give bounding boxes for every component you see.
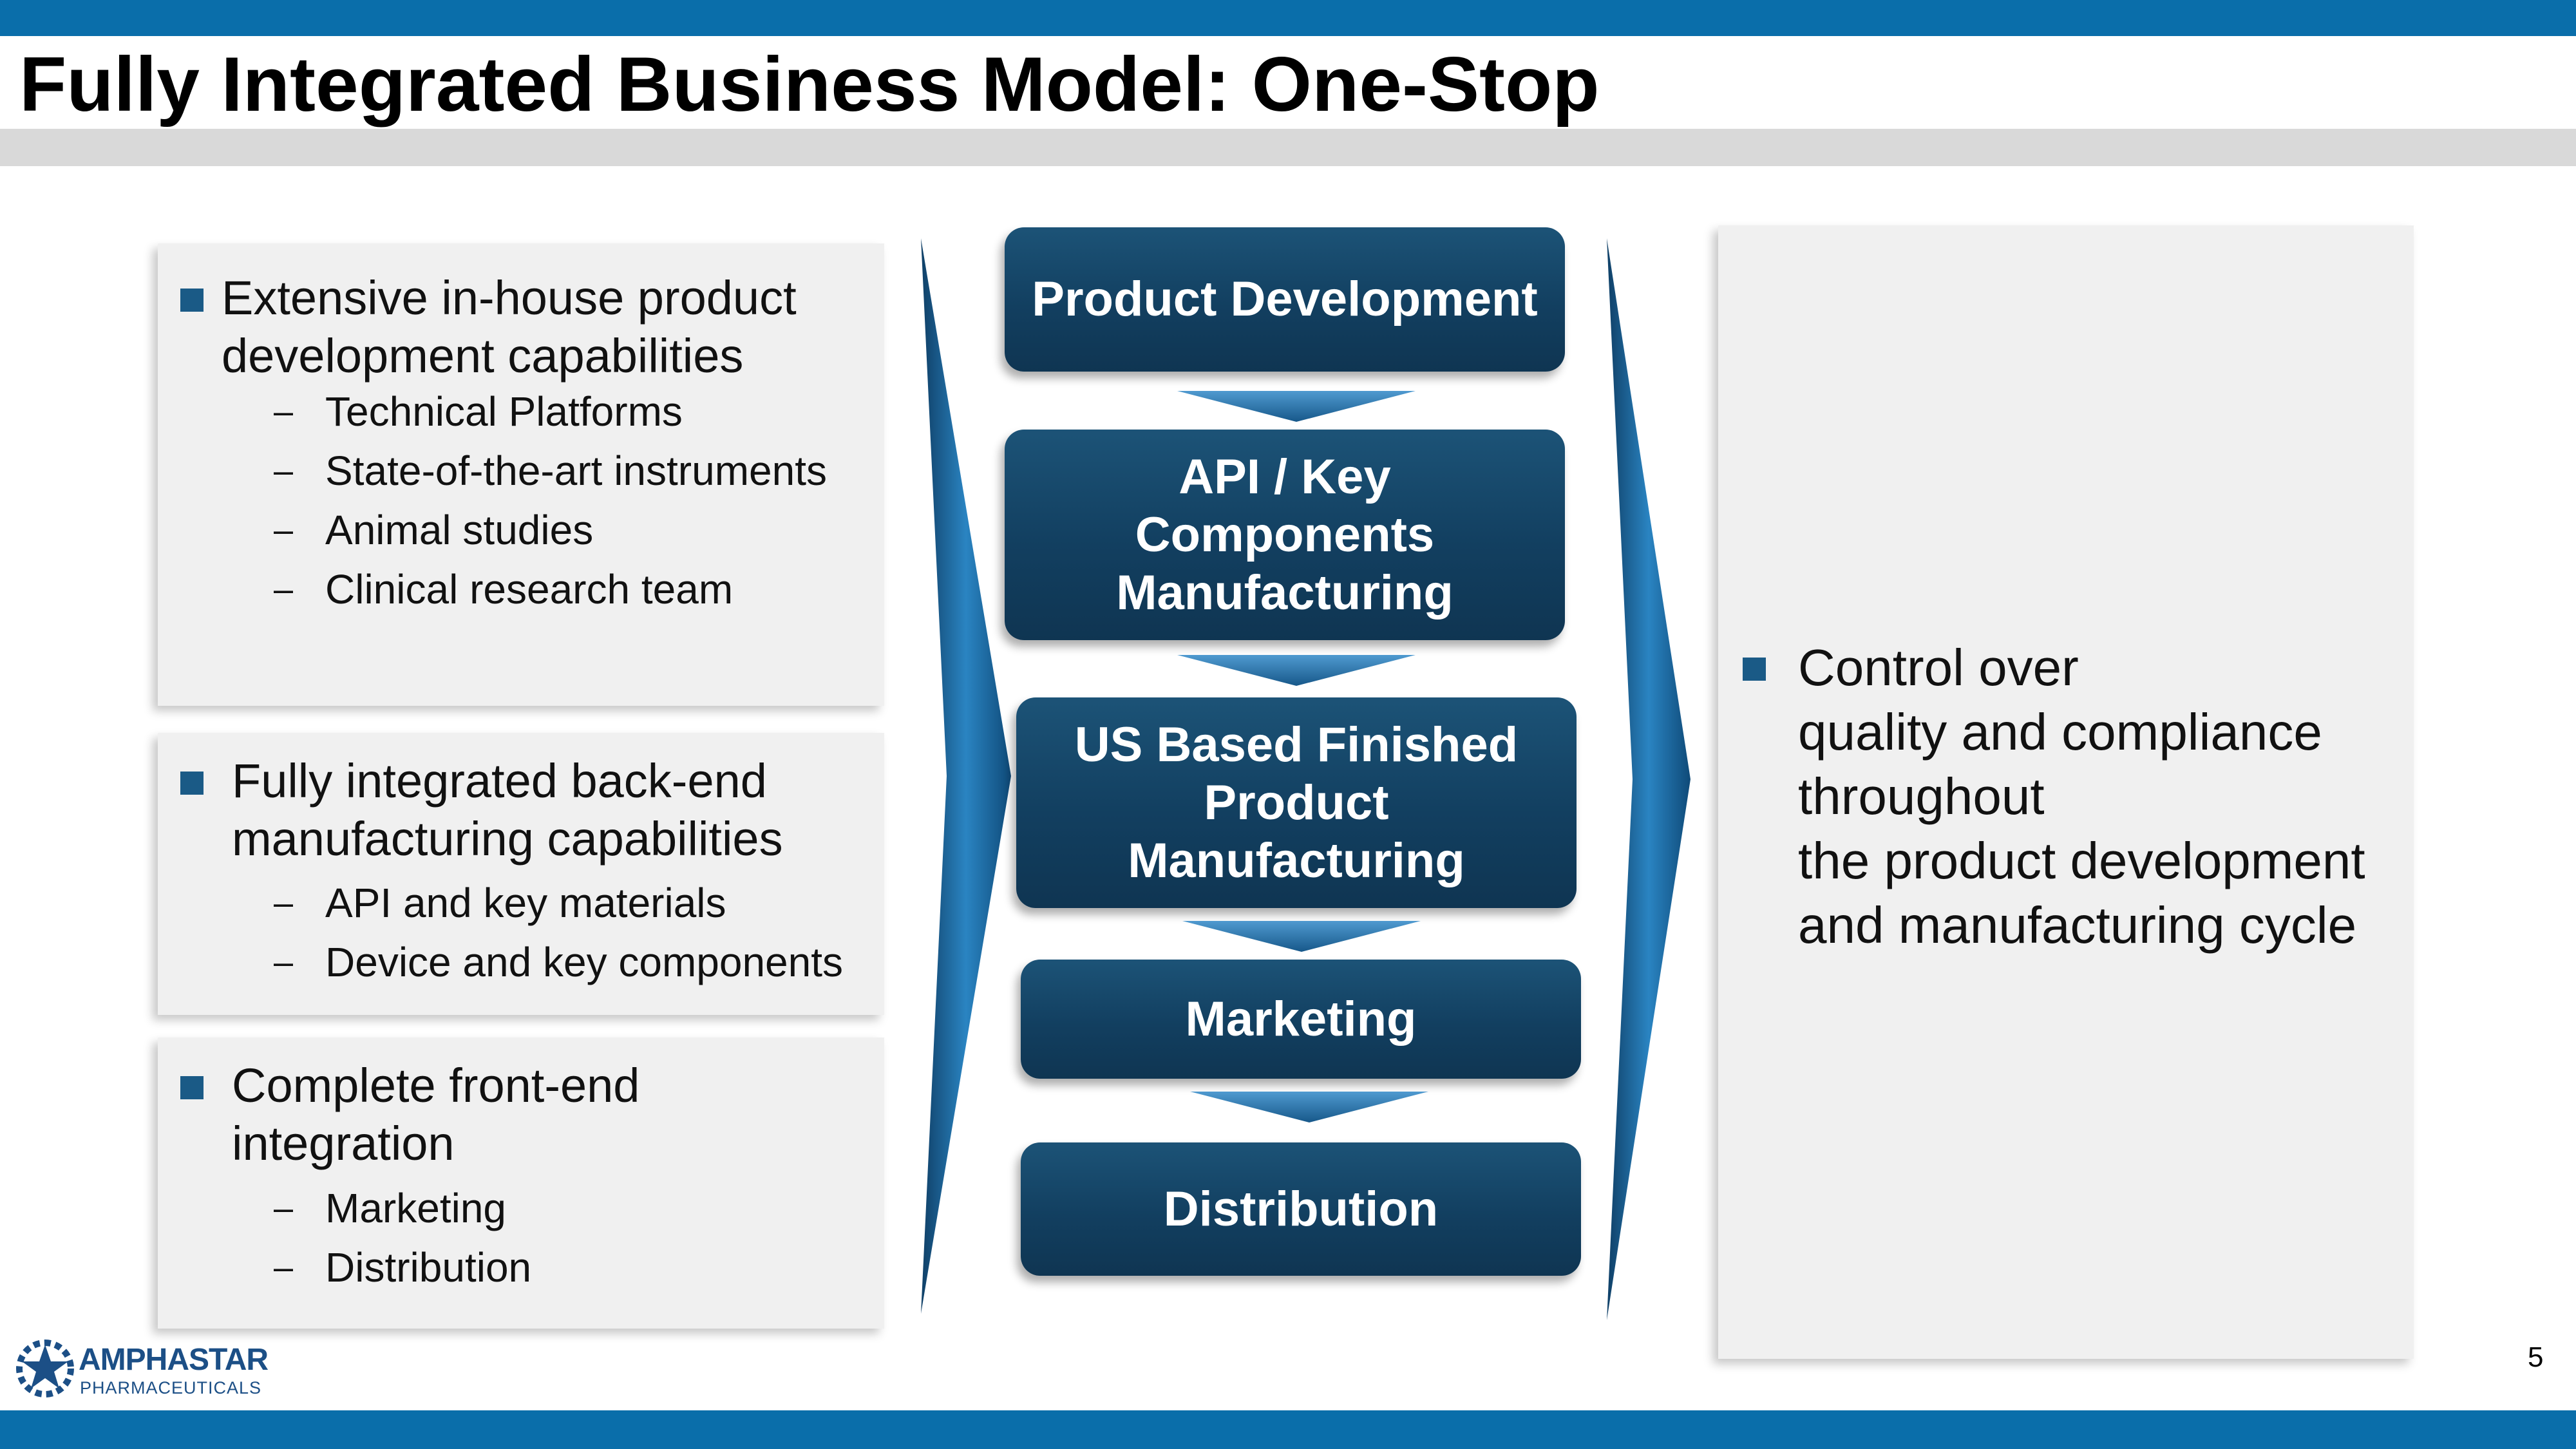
right-panel-control: Control over quality and compliance thro… bbox=[1718, 225, 2414, 1359]
sub-item: – Clinical research team bbox=[274, 560, 733, 619]
bullet-text-line: Extensive in-house product bbox=[222, 271, 797, 325]
process-step-label: US Based Finished bbox=[1074, 717, 1519, 772]
process-step-api-components-manufacturing: API / Key Components Manufacturing bbox=[1005, 430, 1565, 640]
sub-item-text: Animal studies bbox=[325, 507, 594, 553]
chevron-right-icon bbox=[1607, 238, 1690, 1320]
logo-subtitle: PHARMACEUTICALS bbox=[80, 1378, 262, 1397]
control-text-line: quality and compliance bbox=[1798, 703, 2322, 761]
panel-bullet: Control over quality and compliance thro… bbox=[1743, 636, 2365, 958]
process-step-label: Distribution bbox=[1163, 1181, 1439, 1236]
top-header-bar bbox=[0, 0, 2576, 36]
company-logo: AMPHASTAR PHARMACEUTICALS bbox=[12, 1333, 269, 1404]
amphastar-star-logo bbox=[12, 1333, 76, 1404]
sub-item-text: Distribution bbox=[325, 1244, 532, 1291]
sub-item-text: State-of-the-art instruments bbox=[325, 448, 827, 494]
sub-item: – Device and key components bbox=[274, 933, 843, 992]
bullet-text-line: integration bbox=[232, 1117, 455, 1170]
sub-item-text: API and key materials bbox=[325, 880, 726, 926]
sub-item-text: Technical Platforms bbox=[325, 388, 683, 435]
slide-title: Fully Integrated Business Model: One-Sto… bbox=[19, 41, 1600, 128]
bullet-text-line: manufacturing capabilities bbox=[232, 812, 783, 866]
dash-icon: – bbox=[274, 884, 294, 922]
process-step-product-development: Product Development bbox=[1005, 227, 1565, 372]
left-panel-back-end-manufacturing: Fully integrated back-end manufacturing … bbox=[158, 733, 884, 1015]
process-step-us-finished-product-manufacturing: US Based Finished Product Manufacturing bbox=[1016, 697, 1577, 908]
square-bullet-icon bbox=[1743, 658, 1766, 681]
dash-icon: – bbox=[274, 511, 294, 549]
control-text-line: the product development bbox=[1798, 832, 2365, 889]
bullet-text-line: Fully integrated back-end bbox=[232, 754, 767, 808]
process-step-label: Product Development bbox=[1032, 272, 1538, 327]
chevron-down-icon bbox=[1177, 391, 1416, 422]
panel-bullet: Complete front-end integration bbox=[180, 1057, 639, 1173]
left-panel-front-end-integration: Complete front-end integration – Marketi… bbox=[158, 1037, 884, 1329]
control-text-line: throughout bbox=[1798, 768, 2045, 825]
control-text-line: and manufacturing cycle bbox=[1798, 896, 2357, 954]
dash-icon: – bbox=[274, 1189, 294, 1227]
sub-item-text: Device and key components bbox=[325, 939, 843, 985]
bullet-text-line: development capabilities bbox=[222, 329, 744, 383]
chevron-right-icon bbox=[921, 238, 1011, 1314]
left-panel-product-development: Extensive in-house product development c… bbox=[158, 243, 884, 706]
logo-name: AMPHASTAR bbox=[79, 1343, 269, 1377]
dash-icon: – bbox=[274, 1248, 294, 1287]
sub-item: – Animal studies bbox=[274, 500, 593, 560]
title-underline-band bbox=[0, 129, 2576, 166]
bottom-footer-bar bbox=[0, 1410, 2576, 1449]
panel-bullet: Extensive in-house product development c… bbox=[180, 269, 797, 385]
sub-item: – Technical Platforms bbox=[274, 382, 683, 441]
chevron-down-icon bbox=[1182, 921, 1421, 952]
sub-item: – Distribution bbox=[274, 1238, 531, 1297]
sub-item-text: Marketing bbox=[325, 1185, 506, 1231]
dash-icon: – bbox=[274, 570, 294, 609]
square-bullet-icon bbox=[180, 289, 204, 312]
square-bullet-icon bbox=[180, 772, 204, 795]
process-step-distribution: Distribution bbox=[1021, 1142, 1581, 1276]
process-step-marketing: Marketing bbox=[1021, 960, 1581, 1079]
panel-bullet: Fully integrated back-end manufacturing … bbox=[180, 752, 783, 868]
process-step-label: Marketing bbox=[1185, 991, 1417, 1046]
sub-item: – Marketing bbox=[274, 1179, 506, 1238]
chevron-down-icon bbox=[1190, 1092, 1428, 1122]
page-number: 5 bbox=[2528, 1341, 2544, 1373]
sub-item: – State-of-the-art instruments bbox=[274, 441, 827, 500]
process-step-label: Manufacturing bbox=[1116, 565, 1454, 620]
sub-item: – API and key materials bbox=[274, 873, 726, 933]
process-step-label: Components bbox=[1135, 507, 1435, 562]
square-bullet-icon bbox=[180, 1076, 204, 1099]
chevron-down-icon bbox=[1177, 655, 1416, 686]
control-text-line: Control over bbox=[1798, 639, 2079, 696]
dash-icon: – bbox=[274, 451, 294, 490]
process-step-label: Product bbox=[1204, 775, 1389, 830]
dash-icon: – bbox=[274, 392, 294, 431]
process-step-label: Manufacturing bbox=[1128, 833, 1465, 888]
process-step-label: API / Key bbox=[1179, 449, 1391, 504]
sub-item-text: Clinical research team bbox=[325, 566, 734, 612]
dash-icon: – bbox=[274, 943, 294, 981]
bullet-text-line: Complete front-end bbox=[232, 1059, 640, 1112]
